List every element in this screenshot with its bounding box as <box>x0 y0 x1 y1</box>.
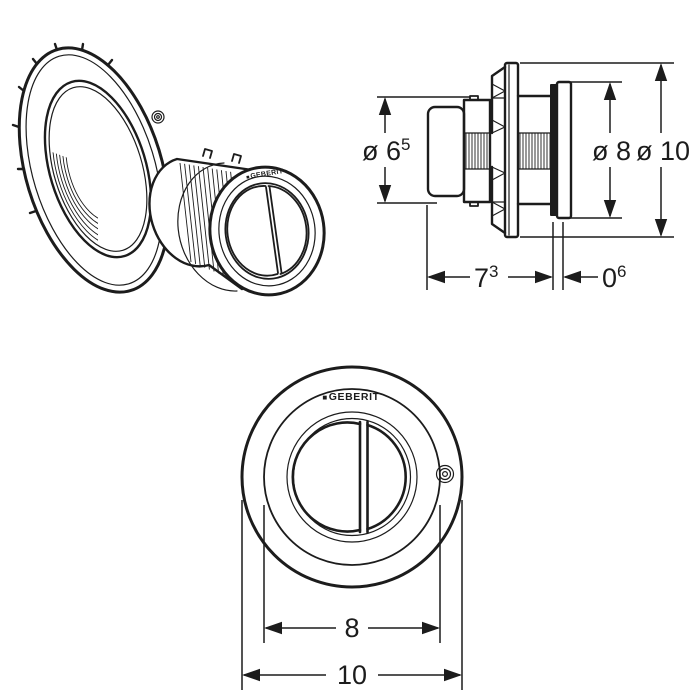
button-divider-line-2 <box>268 185 283 274</box>
dim-plate-offset: 06 <box>563 262 627 293</box>
dim-label-ring-dia: ø 10 <box>636 136 690 166</box>
large-flush-button[interactable] <box>291 421 362 533</box>
side-extension-lines <box>377 62 674 290</box>
dim-button-dia: 8 <box>264 613 440 643</box>
housing-step-block <box>462 98 492 204</box>
body-clip-tab-1 <box>202 148 213 159</box>
dim-label-depth: 73 <box>474 262 499 293</box>
thread-band-right <box>519 133 551 169</box>
side-knob-detail <box>435 464 455 484</box>
cover-plate-inner-edge <box>263 388 441 566</box>
dim-label-button-dia: 8 <box>344 613 359 643</box>
dim-rear-housing-dia: ø 65 <box>360 97 414 203</box>
side-part <box>426 61 573 239</box>
ring-clip-teeth <box>11 42 114 215</box>
housing-notch-bottom <box>469 201 479 207</box>
bezel-outer-edge <box>286 411 418 543</box>
ring-detail-emboss <box>151 110 165 124</box>
mounting-nut-profile <box>490 61 520 239</box>
housing-notch-top <box>469 95 479 101</box>
button-unit: ■GEBERIT <box>148 148 326 297</box>
dim-installation-depth: 73 <box>427 262 553 293</box>
body-collar-edge <box>177 162 238 292</box>
front-extension-lines <box>241 500 463 690</box>
ring-thread-crest <box>48 86 148 252</box>
isometric-view: ■GEBERIT <box>11 42 326 297</box>
ring-thread-hatching <box>52 138 98 246</box>
ring-rim-face <box>25 54 163 286</box>
large-flush-button-iso <box>226 185 279 277</box>
button-bezel <box>224 182 310 280</box>
button-face-inner-ring <box>218 175 316 287</box>
cover-plate-side <box>550 80 573 220</box>
flange-disc <box>503 61 520 239</box>
dim-outer-dia: 10 <box>242 660 462 690</box>
rear-housing <box>426 105 466 198</box>
thread-band-left <box>463 132 491 170</box>
button-divider-line-1 <box>265 186 279 274</box>
dim-cover-plate-dia: ø 8 <box>590 82 632 218</box>
dim-mounting-ring-dia: ø 10 <box>634 63 690 237</box>
ring-opening <box>43 79 153 259</box>
side-view: ø 65 ø 8 ø 10 73 <box>360 61 690 293</box>
front-tube-section <box>516 94 553 206</box>
body-clip-tab-2 <box>231 153 242 164</box>
brand-logo-front: ■GEBERIT <box>322 391 379 403</box>
mounting-ring <box>11 42 171 294</box>
front-view: ■GEBERIT 8 10 <box>240 365 464 690</box>
dim-label-rear-dia: ø 65 <box>362 135 410 166</box>
small-flush-button-iso <box>267 185 308 275</box>
cover-plate-outer-edge <box>240 365 464 589</box>
dim-label-offset: 06 <box>602 262 627 293</box>
dim-label-plate-dia: ø 8 <box>592 136 631 166</box>
small-flush-button[interactable] <box>366 423 407 531</box>
dim-label-outer-dia: 10 <box>337 660 367 690</box>
